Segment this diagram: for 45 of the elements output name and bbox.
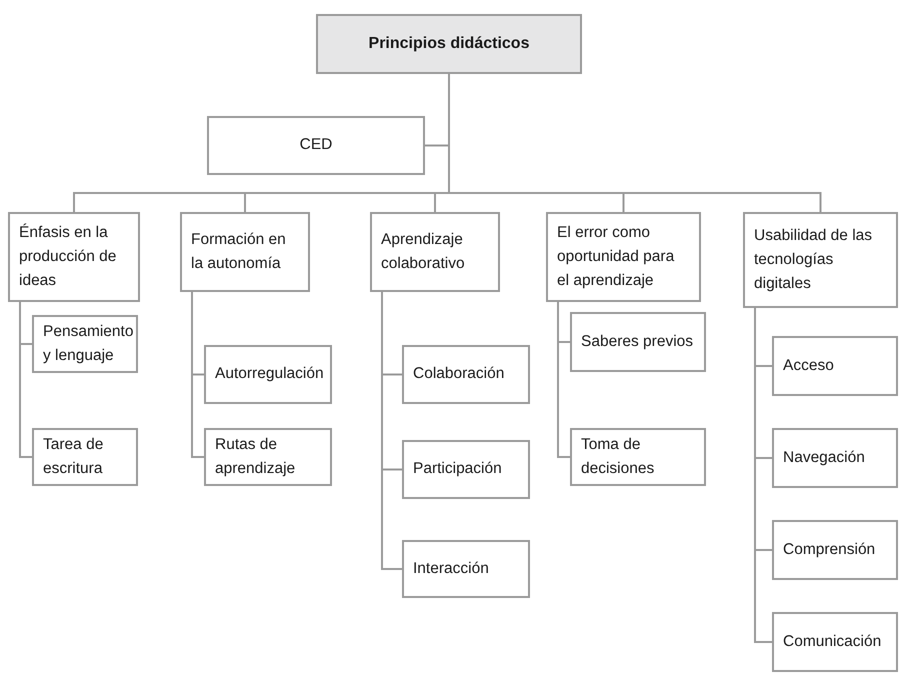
concept-box [772, 612, 898, 672]
concept-box [402, 540, 530, 598]
connector-line [557, 302, 570, 458]
node-text: El error como oportunidad para el aprendizaje [557, 222, 676, 291]
node-text: Formación en la autonomía [191, 230, 287, 274]
connector-line [381, 292, 402, 570]
concept-box [402, 440, 530, 499]
concept-box [772, 520, 898, 580]
node-text: Navegación [783, 448, 865, 468]
node-text: Rutas de aprendizaje [215, 434, 296, 479]
concept-box [204, 428, 332, 486]
concept-box [32, 315, 138, 373]
node-text: Énfasis en la producción de ideas [19, 222, 118, 291]
node-text: Comprensión [783, 540, 876, 560]
node-text: Usabilidad de las tecnologías digitales [754, 226, 874, 294]
connector-line [19, 302, 32, 458]
concept-box [8, 212, 140, 302]
node-text: Comunicación [783, 632, 882, 652]
concept-box [546, 212, 701, 302]
concept-box [570, 428, 706, 486]
concept-box [207, 116, 425, 175]
concept-box [204, 345, 332, 404]
node-text: Aprendizaje colaborativo [381, 230, 466, 274]
node-text: Colaboración [413, 364, 504, 384]
node-text: Participación [413, 459, 502, 480]
node-text: Acceso [783, 356, 834, 376]
node-text: Pensamiento y lenguaje [43, 322, 134, 366]
node-text: Principios didácticos [368, 34, 530, 54]
concept-box [180, 212, 310, 292]
node-text: Interacción [413, 558, 489, 579]
title-box [316, 14, 582, 74]
concept-box [32, 428, 138, 486]
node-text: Tarea de escritura [43, 434, 104, 479]
concept-box [402, 345, 530, 404]
concept-box [743, 212, 898, 308]
concept-box [370, 212, 500, 292]
node-text: Autorregulación [215, 364, 324, 384]
connector-line [191, 292, 204, 458]
node-text: Toma de decisiones [581, 434, 656, 479]
concept-box [570, 312, 706, 372]
node-text: CED [300, 135, 332, 156]
connector-line [754, 308, 772, 643]
concept-box [772, 428, 898, 488]
concept-box [772, 336, 898, 396]
node-text: Saberes previos [581, 332, 694, 352]
